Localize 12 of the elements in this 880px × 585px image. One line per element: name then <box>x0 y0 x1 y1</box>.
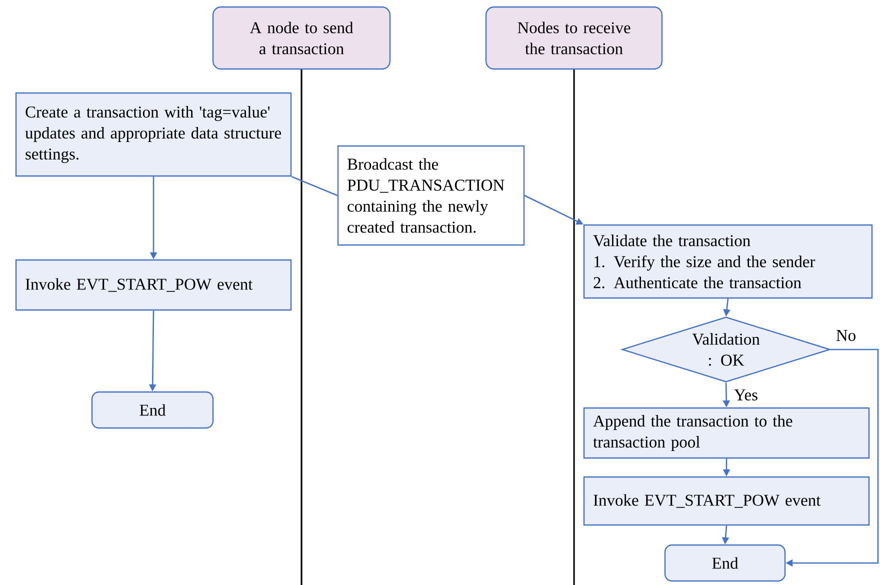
process-box: Validate the transaction 1. Verify the size and the sender 2. Authenticate the transaction <box>583 224 873 299</box>
process-box: Append the transaction to the transaction pool <box>583 407 870 459</box>
process-box: Create a transaction with 'tag=value' updates and appropriate data structure settings. <box>15 92 292 177</box>
process-box: Invoke EVT_START_POW event <box>583 476 870 526</box>
edge-label: No <box>834 329 858 342</box>
process-box: Invoke EVT_START_POW event <box>15 259 292 311</box>
end-terminal: End <box>664 544 786 582</box>
end-terminal: End <box>91 391 214 429</box>
lane-header: A node to send a transaction <box>212 6 391 70</box>
message-box: Broadcast the PDU_TRANSACTION containing the newly created transaction. <box>337 145 525 246</box>
lane-header: Nodes to receive the transaction <box>485 6 663 70</box>
edge-label: Yes <box>733 388 759 402</box>
